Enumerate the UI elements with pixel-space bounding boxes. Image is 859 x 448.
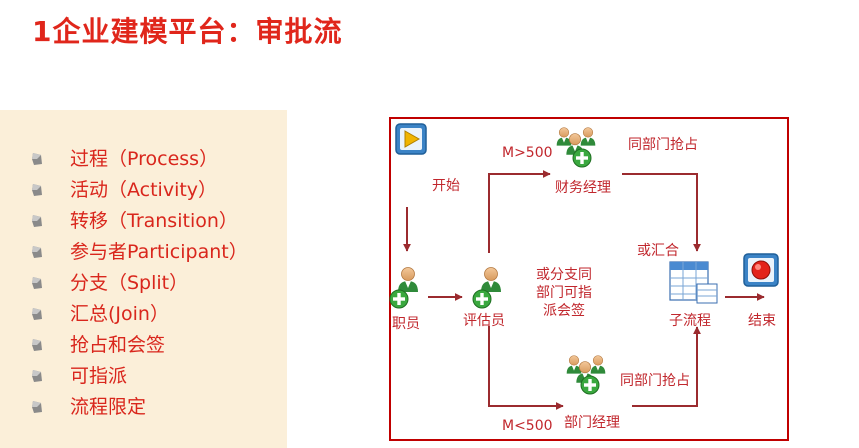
list-item: 转移（Transition） bbox=[30, 204, 248, 235]
bullet-icon bbox=[30, 213, 44, 227]
split-note-line: 部门可指 bbox=[536, 285, 592, 301]
list-item: 汇总(Join） bbox=[30, 297, 248, 328]
list-item: 流程限定 bbox=[30, 390, 248, 421]
employee-icon bbox=[389, 267, 419, 309]
arrow-evaluator-to-finance bbox=[488, 170, 551, 253]
condition-upper-label: M>500 bbox=[502, 145, 553, 161]
concept-list: 过程（Process） 活动（Activity） 转移（Transition） … bbox=[30, 142, 248, 421]
list-item: 活动（Activity） bbox=[30, 173, 248, 204]
start-label: 开始 bbox=[432, 178, 460, 194]
start-icon bbox=[395, 123, 427, 155]
employee-label: 职员 bbox=[392, 316, 420, 332]
bullet-icon bbox=[30, 151, 44, 165]
evaluator-icon bbox=[472, 267, 502, 309]
diagram-frame bbox=[389, 117, 789, 441]
subprocess-label: 子流程 bbox=[669, 313, 711, 329]
concept-label: 流程限定 bbox=[70, 396, 147, 418]
concept-label: 转移（Transition） bbox=[70, 210, 238, 232]
evaluator-label: 评估员 bbox=[463, 313, 505, 329]
list-item: 分支（Split） bbox=[30, 266, 248, 297]
concept-label: 活动（Activity） bbox=[70, 179, 218, 201]
list-item: 过程（Process） bbox=[30, 142, 248, 173]
split-note-line: 或分支同 bbox=[536, 267, 592, 283]
concept-label: 分支（Split） bbox=[70, 272, 189, 294]
end-icon bbox=[743, 253, 779, 287]
bullet-icon bbox=[30, 244, 44, 258]
subprocess-icon bbox=[669, 261, 718, 304]
concept-label: 汇总(Join） bbox=[70, 303, 169, 325]
concept-label: 可指派 bbox=[70, 365, 128, 387]
list-item: 抢占和会签 bbox=[30, 328, 248, 359]
concepts-panel: 过程（Process） 活动（Activity） 转移（Transition） … bbox=[0, 110, 287, 448]
claim-lower-label: 同部门抢占 bbox=[620, 373, 690, 389]
arrow-finance-to-subprocess bbox=[622, 173, 701, 252]
dept-manager-icon bbox=[566, 355, 606, 395]
bullet-icon bbox=[30, 275, 44, 289]
bullet-icon bbox=[30, 306, 44, 320]
finance-manager-icon bbox=[556, 127, 596, 168]
flow-arrows bbox=[403, 170, 765, 410]
arrow-evaluator-to-dept bbox=[488, 326, 564, 410]
concept-label: 参与者Participant） bbox=[70, 241, 248, 263]
condition-lower-label: M<500 bbox=[502, 418, 553, 434]
split-note: 或分支同 部门可指 派会签 bbox=[527, 266, 601, 320]
bullet-icon bbox=[30, 337, 44, 351]
bullet-icon bbox=[30, 368, 44, 382]
arrow-dept-to-subprocess bbox=[632, 326, 701, 407]
list-item: 可指派 bbox=[30, 359, 248, 390]
end-label: 结束 bbox=[748, 313, 776, 329]
split-note-line: 派会签 bbox=[543, 303, 585, 319]
bullet-icon bbox=[30, 399, 44, 413]
claim-upper-label: 同部门抢占 bbox=[628, 137, 698, 153]
finance-manager-label: 财务经理 bbox=[555, 180, 611, 196]
concept-label: 过程（Process） bbox=[70, 148, 219, 170]
bullet-icon bbox=[30, 182, 44, 196]
join-label: 或汇合 bbox=[637, 243, 679, 259]
concept-label: 抢占和会签 bbox=[70, 334, 166, 356]
list-item: 参与者Participant） bbox=[30, 235, 248, 266]
page-title: 1企业建模平台：审批流 bbox=[32, 15, 343, 48]
dept-manager-label: 部门经理 bbox=[564, 415, 620, 431]
